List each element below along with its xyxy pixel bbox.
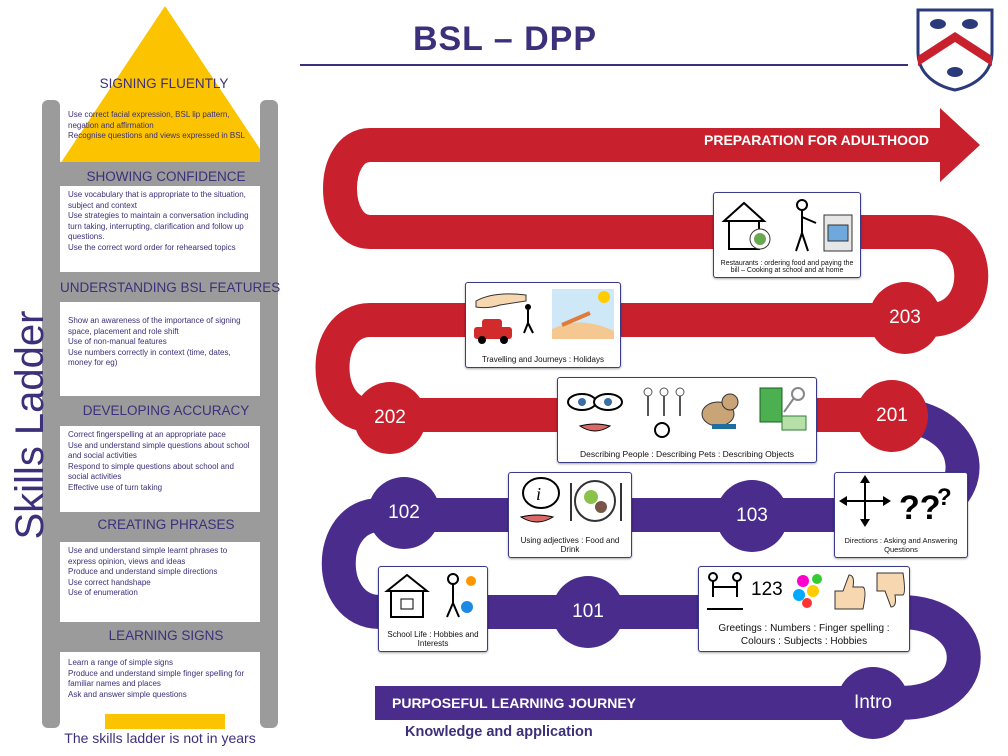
topic-card-directions: ??? Directions : Asking and Answering Qu… [834,472,968,558]
ladder-note: The skills ladder is not in years [64,730,256,746]
svg-text:??: ?? [899,489,941,527]
info-speech-icon: i [519,477,560,523]
purposeful-learning-journey-label: PURPOSEFUL LEARNING JOURNEY [392,695,636,711]
topic-card-travelling: Travelling and Journeys : Holidays [465,282,621,368]
question-marks-icon: ??? [899,484,952,527]
svg-text:i: i [536,484,541,504]
people-icon [643,387,685,438]
greeting-icon [707,572,743,610]
rung-title-showing-confidence: SHOWING CONFIDENCE [86,169,246,184]
hobbies-icon [446,573,476,618]
topic-card-describing: Describing People : Describing Pets : De… [557,377,817,463]
thumbs-down-icon [876,572,905,608]
oven-icon [823,214,853,252]
rung-title-signing-fluently: SIGNING FLUENTLY [99,76,229,91]
topic-card-school-life: School Life : Hobbies and Interests [378,566,488,652]
topic-card-restaurants: Restaurants : ordering food and paying t… [713,192,861,278]
car-icon [474,319,512,344]
rung-desc-showing-confidence: Use vocabulary that is appropriate to th… [68,190,249,252]
school-crest-logo [916,8,994,92]
stage-202: 202 [374,407,406,428]
stage-103: 103 [736,505,768,526]
topic-caption-describing: Describing People : Describing Pets : De… [579,449,794,459]
knowledge-and-application-label: Knowledge and application [405,724,593,740]
stage-203: 203 [889,307,921,328]
rung-title-learning-signs: LEARNING SIGNS [108,628,224,643]
topic-caption-directions: Directions : Asking and Answering Questi… [844,536,958,554]
stage-intro: Intro [853,692,893,713]
topic-card-greetings: 123 Greetings : Numbers : Finger spellin… [698,566,910,652]
food-plate-icon [570,480,622,522]
stage-101: 101 [572,601,604,622]
arrow-head [940,108,980,182]
rung-title-developing-accuracy: DEVELOPING ACCURACY [82,403,250,418]
topic-caption-school-life: School Life : Hobbies and Interests [387,630,479,648]
dog-icon [701,393,739,429]
plate-icon [749,228,771,250]
pointing-hand-icon [475,293,527,309]
topic-card-adjectives: i Using adjectives : Food and Drink [508,472,632,558]
numbers-text: 123 [751,579,783,600]
beach-icon [552,289,614,339]
title-divider [300,64,908,66]
thumbs-up-icon [834,574,866,610]
topic-caption-travelling: Travelling and Journeys : Holidays [482,355,604,364]
skills-ladder-label: Skills Ladder [8,310,52,540]
rung-desc-understanding-bsl-features: Show an awareness of the importance of s… [68,316,241,368]
rung-desc-developing-accuracy: Correct fingerspelling at an appropriate… [68,430,250,492]
topic-caption-adjectives: Using adjectives : Food and Drink [520,536,620,554]
cook-icon [795,199,817,252]
rung-desc-creating-phrases: Use and understand simple learnt phrases… [68,546,228,598]
walking-person-icon [523,304,534,334]
rung-desc-learning-signs: Learn a range of simple signs Produce an… [68,658,245,699]
rung-title-creating-phrases: CREATING PHRASES [97,517,235,532]
skills-ladder-graphic [42,6,278,729]
arrows-icon [839,475,891,527]
preparation-for-adulthood-label: PREPARATION FOR ADULTHOOD [704,132,930,148]
rung-desc-signing-fluently: Use correct facial expression, BSL lip p… [68,110,245,141]
book-icon [759,387,783,423]
stage-201: 201 [876,405,908,426]
rung-title-understanding-bsl-features: UNDERSTANDING BSL FEATURES [60,280,281,295]
face-icon [567,393,623,432]
colours-icon [793,574,822,608]
key-icon [781,387,807,431]
topic-caption-greetings: Greetings : Numbers : Finger spelling : … [718,623,890,647]
topic-caption-restaurants: Restaurants : ordering food and paying t… [720,260,854,274]
svg-text:?: ? [937,484,952,511]
school-icon [384,573,430,618]
page-title: BSL – DPP [412,20,598,58]
stage-102: 102 [388,502,420,523]
